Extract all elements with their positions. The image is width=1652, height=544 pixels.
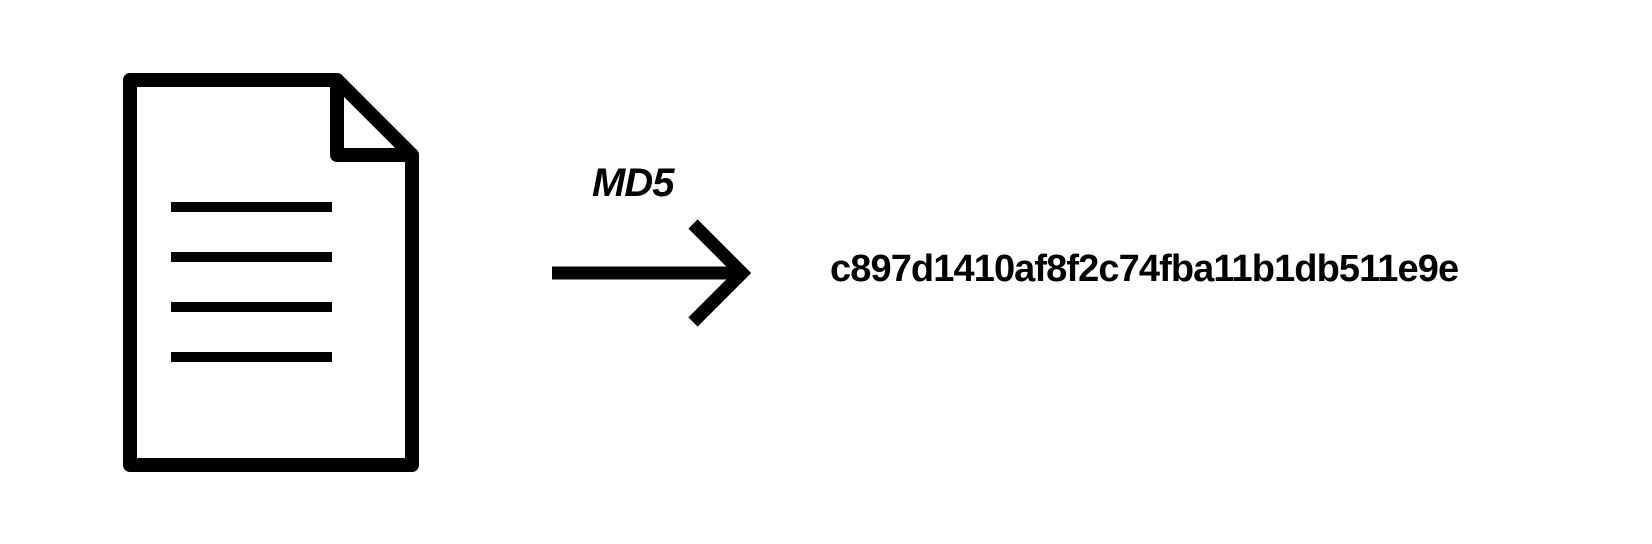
arrow-head (688, 219, 752, 327)
hash-output-value: c897d1410af8f2c74fba11b1db511e9e (830, 248, 1459, 290)
hash-algorithm-label: MD5 (592, 161, 674, 205)
document-folded-corner (330, 80, 412, 162)
document-icon (123, 73, 419, 472)
document-text-lines (171, 202, 332, 362)
arrow-right-icon (552, 219, 752, 327)
document-outline (123, 73, 419, 472)
